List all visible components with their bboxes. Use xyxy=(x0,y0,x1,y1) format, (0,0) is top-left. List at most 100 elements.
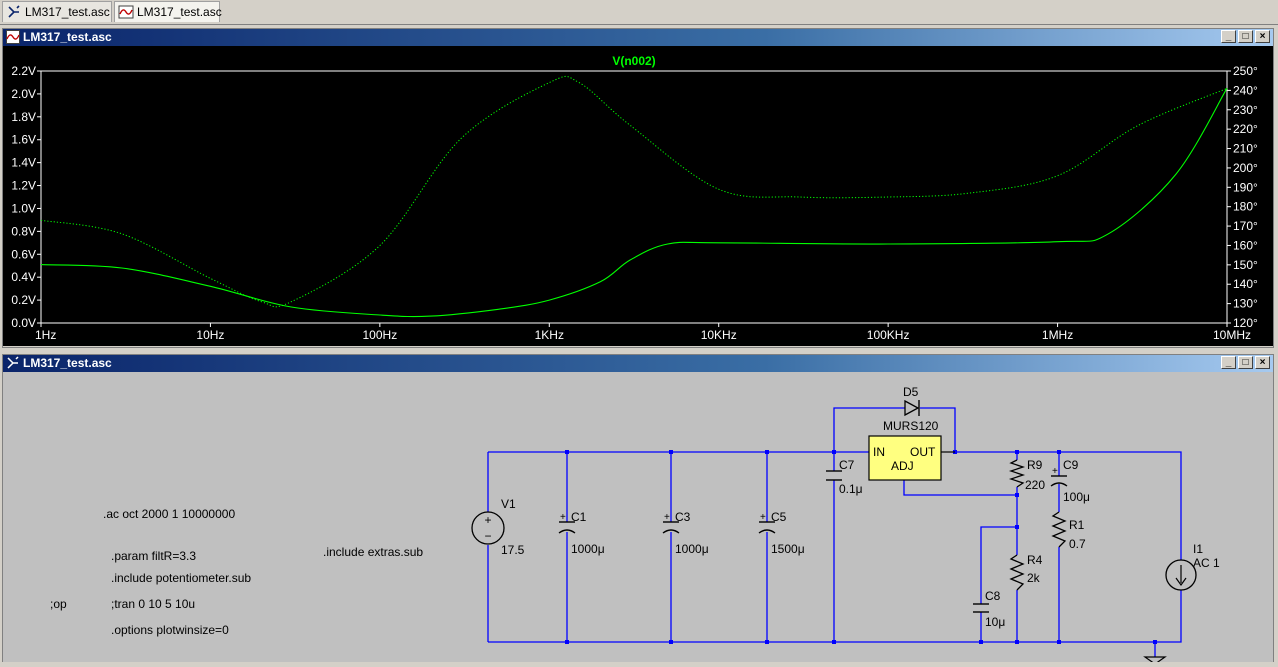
trace-label[interactable]: V(n002) xyxy=(612,54,655,68)
schematic-canvas[interactable]: .ac oct 2000 1 10000000 .param filtR=3.3… xyxy=(3,372,1273,665)
directive-param[interactable]: .param filtR=3.3 xyxy=(111,549,196,563)
y-left-tick-label: 1.8V xyxy=(11,110,36,124)
waveform-window: LM317_test.asc _ □ × V(n002) 0.0V 0.2V 0.4… xyxy=(2,28,1274,348)
c9-value: 100μ xyxy=(1063,490,1090,504)
tab-label: LM317_test.asc xyxy=(25,5,110,19)
pin-out-label: OUT xyxy=(910,445,936,459)
c3-name: C3 xyxy=(675,510,691,524)
y-left-tick-label: 0.4V xyxy=(11,270,36,284)
c5-value: 1500μ xyxy=(771,542,805,556)
x-tick-label: 10MHz xyxy=(1213,328,1251,342)
waveform-plot[interactable]: V(n002) 0.0V0.2V0.4V0.6V0.8V1.0V1.2V1.4V… xyxy=(3,46,1273,346)
document-tab-bar: LM317_test.asc LM317_test.asc xyxy=(0,0,1278,25)
capacitor-c1[interactable]: + C1 1000μ xyxy=(558,510,605,556)
i1-value: AC 1 xyxy=(1193,556,1220,570)
pin-in-label: IN xyxy=(873,445,885,459)
y-right-tick-label: 200° xyxy=(1233,161,1258,175)
tab-label: LM317_test.asc xyxy=(137,5,222,19)
r4-name: R4 xyxy=(1027,553,1043,567)
tab-schematic[interactable]: LM317_test.asc xyxy=(2,1,112,22)
minimize-button[interactable]: _ xyxy=(1221,30,1236,43)
current-source-i1[interactable]: I1 AC 1 xyxy=(1165,542,1220,591)
c9-name: C9 xyxy=(1063,458,1079,472)
regulator-lm317[interactable]: IN OUT ADJ xyxy=(868,435,955,481)
r9-name: R9 xyxy=(1027,458,1043,472)
y-left-tick-label: 2.0V xyxy=(11,87,36,101)
c3-value: 1000μ xyxy=(675,542,709,556)
i1-name: I1 xyxy=(1193,542,1203,556)
svg-text:+: + xyxy=(484,513,491,527)
svg-text:+: + xyxy=(1052,466,1058,477)
v1-name: V1 xyxy=(501,497,516,511)
y-right-tick-label: 220° xyxy=(1233,122,1258,136)
x-tick-label: 1KHz xyxy=(535,328,564,342)
schematic-icon xyxy=(8,5,20,18)
y-left-tick-label: 1.6V xyxy=(11,133,36,147)
directive-ac[interactable]: .ac oct 2000 1 10000000 xyxy=(103,507,235,521)
directive-op[interactable]: ;op xyxy=(50,597,67,611)
v1-value: 17.5 xyxy=(501,543,525,557)
y-right-tick-label: 170° xyxy=(1233,219,1258,233)
y-left-tick-label: 2.2V xyxy=(11,64,36,78)
magnitude-trace[interactable] xyxy=(40,87,1228,318)
capacitor-c7[interactable]: C7 0.1μ xyxy=(826,458,863,496)
y-right-tick-label: 140° xyxy=(1233,277,1258,291)
ground-icon xyxy=(1143,656,1167,665)
capacitor-c9[interactable]: + C9 100μ xyxy=(1050,458,1090,504)
phase-trace[interactable] xyxy=(40,75,1228,308)
svg-text:+: + xyxy=(760,512,766,523)
y-right-tick-label: 240° xyxy=(1233,83,1258,97)
capacitor-c3[interactable]: + C3 1000μ xyxy=(662,510,709,556)
c8-value: 10μ xyxy=(985,615,1005,629)
y-right-tick-label: 160° xyxy=(1233,238,1258,252)
capacitor-c8[interactable]: C8 10μ xyxy=(973,589,1005,629)
directive-include-potentiometer[interactable]: .include potentiometer.sub xyxy=(111,571,251,585)
r9-value: 220 xyxy=(1025,478,1045,492)
resistor-r9[interactable]: R9 220 xyxy=(1008,458,1045,492)
waveform-icon xyxy=(118,5,134,19)
x-tick-label: 100KHz xyxy=(867,328,910,342)
plot-frame xyxy=(40,70,1228,324)
y-right-tick-label: 120° xyxy=(1233,316,1258,330)
y-left-tick-label: 0.6V xyxy=(11,247,36,261)
schematic-drawing[interactable]: .ac oct 2000 1 10000000 .param filtR=3.3… xyxy=(3,372,1273,665)
resistor-r1[interactable]: R1 0.7 xyxy=(1051,511,1086,551)
resistor-r4[interactable]: R4 2k xyxy=(1009,553,1043,591)
y-right-tick-label: 150° xyxy=(1233,258,1258,272)
voltage-source-v1[interactable]: + − V1 17.5 xyxy=(471,497,525,557)
capacitor-c5[interactable]: + C5 1500μ xyxy=(758,510,805,556)
pin-adj-label: ADJ xyxy=(891,459,914,473)
y-right-tick-label: 180° xyxy=(1233,200,1258,214)
schematic-window-titlebar[interactable]: LM317_test.asc _ □ × xyxy=(3,355,1273,372)
directive-include-extras[interactable]: .include extras.sub xyxy=(323,545,423,559)
waveform-window-titlebar[interactable]: LM317_test.asc _ □ × xyxy=(3,29,1273,46)
r1-name: R1 xyxy=(1069,518,1085,532)
c1-name: C1 xyxy=(571,510,587,524)
directive-options[interactable]: .options plotwinsize=0 xyxy=(111,623,229,637)
x-tick-label: 10KHz xyxy=(701,328,737,342)
c7-value: 0.1μ xyxy=(839,482,863,496)
directive-tran[interactable]: ;tran 0 10 5 10u xyxy=(111,597,195,611)
y-left-tick-label: 0.0V xyxy=(11,316,36,330)
close-button[interactable]: × xyxy=(1255,30,1270,43)
svg-text:−: − xyxy=(484,529,491,543)
y-right-tick-label: 190° xyxy=(1233,180,1258,194)
d5-value: MURS120 xyxy=(883,419,939,433)
y-left-tick-label: 1.0V xyxy=(11,201,36,215)
x-tick-label: 10Hz xyxy=(196,328,224,342)
y-right-tick-label: 230° xyxy=(1233,103,1258,117)
tab-waveform[interactable]: LM317_test.asc xyxy=(114,1,222,22)
schematic-icon xyxy=(7,356,19,369)
close-button[interactable]: × xyxy=(1255,356,1270,369)
y-left-tick-label: 0.2V xyxy=(11,293,36,307)
window-title: LM317_test.asc xyxy=(23,356,112,370)
minimize-button[interactable]: _ xyxy=(1221,356,1236,369)
diode-d5[interactable]: D5 MURS120 xyxy=(883,385,939,433)
restore-button[interactable]: □ xyxy=(1238,356,1253,369)
y-right-tick-label: 130° xyxy=(1233,297,1258,311)
y-left-tick-label: 0.8V xyxy=(11,224,36,238)
x-tick-label: 1Hz xyxy=(35,328,56,342)
restore-button[interactable]: □ xyxy=(1238,30,1253,43)
svg-text:+: + xyxy=(664,512,670,523)
